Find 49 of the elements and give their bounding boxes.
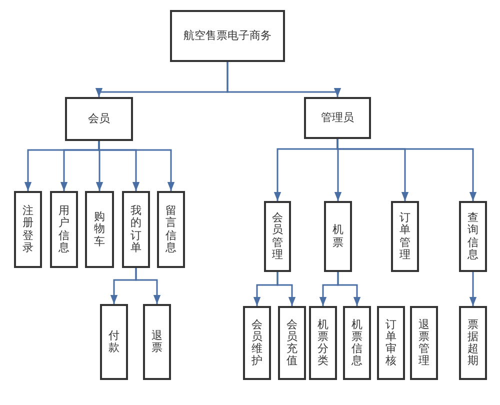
process-box — [304, 97, 371, 139]
module-label: 我的订单 — [130, 205, 142, 254]
process-box — [170, 10, 285, 62]
arrow — [469, 272, 477, 306]
module-box — [343, 306, 371, 380]
module-box — [85, 191, 114, 268]
module-label: 付款 — [108, 330, 120, 354]
module-box — [50, 191, 78, 268]
process-box — [65, 97, 133, 141]
module-box — [391, 201, 419, 272]
arrow — [98, 141, 175, 191]
module-label: 会员管理 — [272, 212, 283, 261]
module-label: 管理员 — [321, 112, 354, 124]
module-label: 退票 — [152, 330, 162, 354]
module-label: 航空售票电子商务 — [184, 30, 272, 42]
module-label: 机票信息 — [352, 318, 362, 368]
module-box — [264, 201, 291, 272]
module-box — [309, 306, 337, 380]
module-label: 机票 — [332, 224, 344, 249]
module-box — [377, 306, 405, 380]
module-label: 会员充值 — [286, 318, 298, 368]
module-box — [143, 304, 171, 380]
module-box — [278, 306, 306, 380]
module-box — [410, 306, 438, 380]
arrow — [276, 272, 296, 306]
module-label: 退票管理 — [418, 318, 430, 368]
module-label: 用户信息 — [58, 205, 70, 254]
module-label: 购物车 — [94, 211, 105, 248]
arrow — [226, 62, 342, 97]
module-box — [157, 191, 185, 268]
module-label: 订单管理 — [400, 212, 410, 261]
module-label: 会员 — [88, 112, 110, 126]
module-box — [459, 201, 487, 272]
module-box — [14, 191, 42, 268]
module-label: 留言信息 — [166, 205, 176, 254]
module-box — [459, 306, 487, 380]
module-box — [100, 304, 128, 380]
module-box — [324, 201, 352, 272]
module-box — [122, 191, 150, 268]
module-label: 订单审核 — [386, 318, 396, 368]
module-label: 票据超期 — [468, 318, 478, 368]
arrow — [336, 139, 477, 201]
module-label: 机票分类 — [318, 318, 328, 368]
arrow — [135, 268, 161, 304]
module-label: 查询信息 — [468, 212, 478, 261]
arrow — [337, 272, 361, 306]
module-box — [243, 306, 271, 380]
module-label: 注册登录 — [22, 205, 34, 254]
module-label: 会员维护 — [252, 318, 262, 368]
